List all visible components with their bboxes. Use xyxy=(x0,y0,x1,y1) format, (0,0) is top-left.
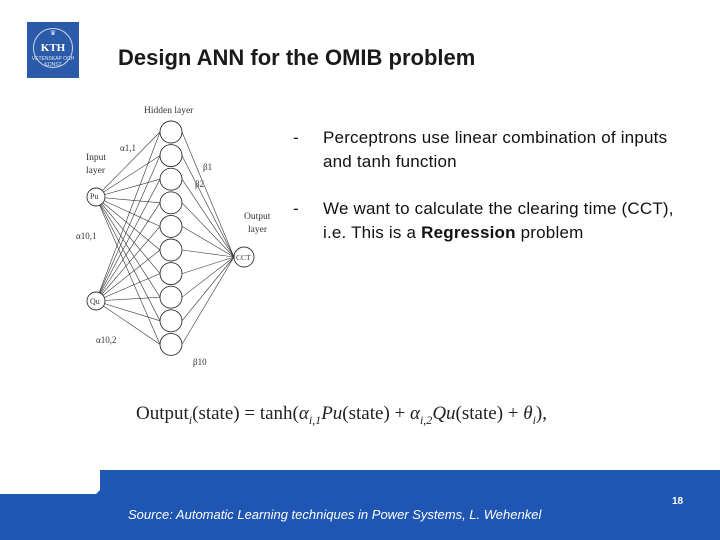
crown-icon: ♛ xyxy=(49,30,57,37)
neural-network-diagram: Hidden layer Input layer Output layer Pu… xyxy=(76,106,271,367)
input-hidden-connection xyxy=(95,196,161,345)
input-hidden-connection xyxy=(95,131,161,302)
source-citation: Source: Automatic Learning techniques in… xyxy=(128,507,542,522)
hidden-node xyxy=(159,120,183,144)
input-hidden-connection xyxy=(95,196,161,204)
input-hidden-connection xyxy=(95,179,161,302)
logo-subtext: VETENSKAP OCH KONST xyxy=(31,56,75,68)
weight-b10-label: β10 xyxy=(193,357,207,367)
bullet-dash: - xyxy=(293,199,299,218)
hidden-node xyxy=(159,309,183,333)
bullet-item-perceptrons: - Perceptrons use linear combination of … xyxy=(293,126,693,174)
hidden-node xyxy=(159,332,183,356)
input-hidden-connection xyxy=(95,178,161,198)
kth-logo: ♛ KTH VETENSKAP OCH KONST xyxy=(27,22,79,78)
slide-title: Design ANN for the OMIB problem xyxy=(118,45,476,70)
formula-alpha2: α xyxy=(409,403,420,424)
input-hidden-connection xyxy=(95,226,161,302)
footer-band xyxy=(0,470,720,540)
bullet-text-before: We want to calculate the clearing time (… xyxy=(323,199,674,242)
input-node-pu-label: Pu xyxy=(90,192,98,201)
input-node-qu xyxy=(86,291,106,311)
weight-b2-label: β2 xyxy=(195,179,204,189)
footer-shape xyxy=(0,470,720,540)
weight-a101-label: α10,1 xyxy=(76,231,96,241)
input-hidden-connection xyxy=(95,196,161,321)
bullet-text-after: problem xyxy=(515,223,584,242)
hidden-output-connection xyxy=(181,256,235,321)
input-layer-label-2: layer xyxy=(86,166,106,176)
input-node-qu-label: Qu xyxy=(90,297,100,306)
hidden-node xyxy=(159,191,183,215)
hidden-output-connection xyxy=(181,155,235,258)
input-hidden-connection xyxy=(95,300,161,322)
formula-alpha2-sub: i,2 xyxy=(419,412,433,427)
bullet-dash: - xyxy=(293,128,299,147)
output-layer-label-2: layer xyxy=(248,225,268,235)
hidden-output-connection xyxy=(181,249,235,258)
formula-term2: Qu xyxy=(432,403,456,424)
formula-term1-arg: (state) + xyxy=(342,403,410,424)
input-hidden-connection xyxy=(95,155,161,198)
formula-theta-sub: i xyxy=(532,412,536,427)
logo-text: KTH xyxy=(40,42,66,54)
weight-a11-label: α1,1 xyxy=(120,143,136,153)
hidden-output-connection xyxy=(181,226,235,258)
input-hidden-connection xyxy=(95,196,161,227)
formula-term2-arg: (state) + xyxy=(455,403,524,424)
bullet-text: Perceptrons use linear combination of in… xyxy=(323,128,668,171)
formula-lhs-sub: i xyxy=(188,412,193,427)
bullet-item-clearing-time: - We want to calculate the clearing time… xyxy=(293,197,693,245)
formula-end: ), xyxy=(535,403,547,424)
formula-lhs-arg: (state) = tanh( xyxy=(192,403,299,424)
input-hidden-connection xyxy=(95,296,161,302)
hidden-output-connection xyxy=(181,256,235,298)
input-hidden-connection xyxy=(95,202,161,302)
hidden-node xyxy=(159,285,183,309)
formula-lhs: Output xyxy=(136,403,189,424)
bullet-text-bold: Regression xyxy=(421,223,516,242)
logo-ring xyxy=(33,28,73,68)
input-node-pu xyxy=(86,187,106,207)
weight-b1-label: β1 xyxy=(203,162,212,172)
hidden-node xyxy=(159,238,183,262)
input-hidden-connection xyxy=(95,249,161,302)
weight-a102-label: α10,2 xyxy=(96,335,116,345)
hidden-output-connection xyxy=(181,131,235,258)
hidden-output-connection xyxy=(181,202,235,258)
input-hidden-connection xyxy=(95,273,161,302)
hidden-output-connection xyxy=(181,179,235,258)
formula-term1: Pu xyxy=(321,403,343,424)
hidden-output-connection xyxy=(181,256,235,274)
output-node-cct-label: CCT xyxy=(236,253,251,262)
formula-alpha1: α xyxy=(298,403,309,424)
hidden-node xyxy=(159,167,183,191)
output-layer-label-1: Output xyxy=(244,212,271,222)
input-hidden-connection xyxy=(95,131,161,198)
output-node-cct xyxy=(233,246,255,268)
input-hidden-connection xyxy=(95,300,161,345)
page-number: 18 xyxy=(672,496,684,507)
output-formula: Outputi(state) = tanh(αi,1Pu(state) + αi… xyxy=(136,403,547,428)
bullet-list: - Perceptrons use linear combination of … xyxy=(293,126,693,268)
input-hidden-connection xyxy=(95,196,161,298)
hidden-layer-label: Hidden layer xyxy=(144,106,194,116)
formula-theta: θ xyxy=(523,403,533,424)
hidden-output-connection xyxy=(181,256,235,345)
hidden-node xyxy=(159,262,183,286)
input-layer-label-1: Input xyxy=(86,153,106,163)
hidden-node xyxy=(159,214,183,238)
input-hidden-connection xyxy=(95,196,161,251)
input-hidden-connection xyxy=(95,155,161,302)
formula-alpha1-sub: i,1 xyxy=(308,412,322,427)
input-hidden-connection xyxy=(95,196,161,274)
hidden-node xyxy=(159,144,183,168)
